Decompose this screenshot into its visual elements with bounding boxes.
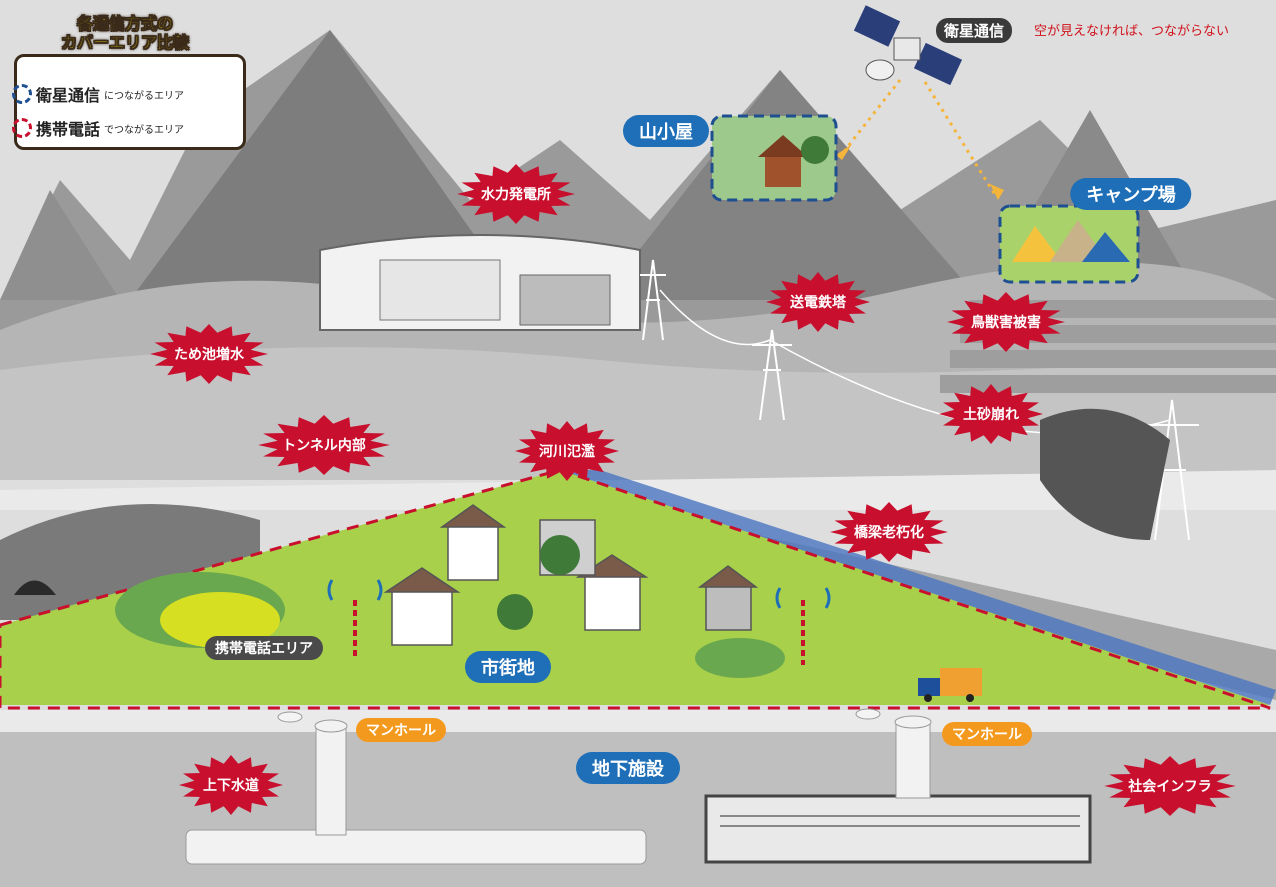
water-pipe <box>185 719 647 865</box>
hazard-label-infra: 社会インフラ <box>1128 779 1212 795</box>
mountain-hut-label: 山小屋 <box>623 115 709 147</box>
hazard-label-wildlife: 鳥獣害被害 <box>971 315 1041 331</box>
legend-mobile-row: 携帯電話 でつながるエリア <box>12 116 184 140</box>
campsite-tents <box>1012 220 1130 262</box>
hazard-label-bridge: 橋梁老朽化 <box>854 525 924 541</box>
legend-satellite-sub: につながるエリア <box>104 90 185 102</box>
satellite <box>853 5 963 86</box>
hazard-burst <box>515 421 619 481</box>
manhole-cover-left <box>277 711 303 723</box>
cell-tower-left <box>327 579 383 660</box>
legend-satellite-main: 衛星通信 <box>36 86 101 105</box>
hydro-dam <box>319 234 641 331</box>
legend-title-line1: 各通信方式の <box>76 14 174 34</box>
satellite-ring-icon <box>12 84 32 104</box>
hazard-burst <box>939 384 1043 444</box>
hazard-burst <box>179 755 283 815</box>
hazard-burst <box>457 164 575 224</box>
bushes <box>115 535 785 678</box>
satellite-label: 衛星通信 <box>936 18 1013 43</box>
legend-title-line2: カバーエリア比較 <box>60 33 190 53</box>
mobile-coverage-boundary <box>0 468 1271 710</box>
hazard-burst <box>766 272 870 332</box>
hazard-label-pond: ため池増水 <box>174 347 244 363</box>
hazard-burst <box>830 502 948 562</box>
legend-mobile-main: 携帯電話 <box>36 120 101 139</box>
mobile-area-label: 携帯電話エリア <box>205 636 323 660</box>
truck <box>918 668 982 702</box>
manhole-left-label: マンホール <box>356 718 446 742</box>
legend-mobile-sub: でつながるエリア <box>104 124 185 136</box>
utility-tunnel <box>704 715 1092 864</box>
hazard-label-tower: 送電鉄塔 <box>790 295 846 311</box>
campsite-label: キャンプ場 <box>1070 178 1192 210</box>
manhole-cover-right <box>855 708 881 720</box>
satellite-signal-beams <box>843 79 997 196</box>
tunnel-entrance <box>14 580 56 595</box>
satellite-note: 空が見えなければ、つながらない <box>1034 24 1230 39</box>
hazard-label-hydro: 水力発電所 <box>481 187 551 203</box>
hazard-burst <box>258 415 390 475</box>
manhole-right-label: マンホール <box>942 722 1032 746</box>
hazard-burst <box>150 324 268 384</box>
cell-tower-right <box>775 587 831 665</box>
underground-label: 地下施設 <box>576 752 680 784</box>
hazard-label-river: 河川氾濫 <box>539 444 595 460</box>
legend-title: 各通信方式の カバーエリア比較 <box>30 14 220 53</box>
hazard-label-water: 上下水道 <box>203 778 259 794</box>
landslide <box>1040 408 1170 540</box>
hazard-label-tunnel: トンネル内部 <box>282 438 366 454</box>
hazard-label-landslide: 土砂崩れ <box>963 407 1019 423</box>
city-houses <box>383 504 759 646</box>
hazard-burst <box>1104 756 1236 816</box>
legend-satellite-row: 衛星通信 につながるエリア <box>12 82 184 106</box>
hazard-burst <box>947 292 1065 352</box>
mountain-hut-cabin <box>758 135 829 187</box>
mobile-ring-icon <box>12 118 32 138</box>
city-label: 市街地 <box>465 651 551 683</box>
